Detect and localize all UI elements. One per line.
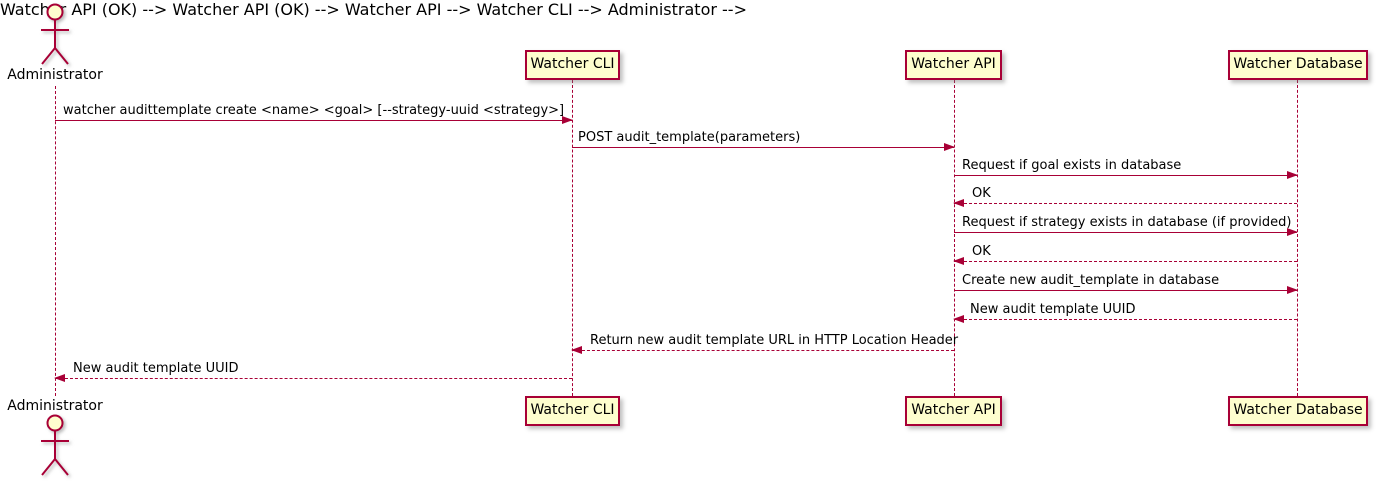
participant-top-watcher-database: Watcher Database [1228,50,1368,80]
message-label: New audit template UUID [73,361,239,376]
message-label: Return new audit template URL in HTTP Lo… [590,333,959,348]
lifeline-watcher-database [1297,80,1298,396]
actor-icon-bottom [41,414,69,476]
message-arrow [954,171,1298,179]
message-label: watcher audittemplate create <name> <goa… [63,103,565,118]
arrowhead-left-icon [571,346,582,354]
message-arrow [953,199,1297,207]
message-label: POST audit_template(parameters) [578,130,801,145]
lifeline-watcher-api [954,80,955,396]
message-arrow [954,286,1298,294]
actor-icon-top [41,3,69,65]
message-arrow [953,257,1297,265]
participant-bottom-watcher-api: Watcher API [905,396,1002,426]
lifeline-watcher-cli [572,80,573,396]
arrowhead-left-icon [54,374,65,382]
participant-bottom-watcher-cli: Watcher CLI [525,396,620,426]
message-label: New audit template UUID [970,302,1136,317]
actor-label-bottom: Administrator [7,398,103,414]
participant-top-watcher-api: Watcher API [905,50,1002,80]
actor-label-top: Administrator [7,67,103,83]
message-label: Request if goal exists in database [962,158,1182,173]
arrowhead-right-icon [944,143,955,151]
message-arrow [572,143,955,151]
message-arrow [954,228,1298,236]
lifeline-administrator [55,86,56,396]
message-arrow [54,374,572,382]
message-arrow [953,315,1297,323]
participant-bottom-watcher-database: Watcher Database [1228,396,1368,426]
participant-top-watcher-cli: Watcher CLI [525,50,620,80]
message-label: Request if strategy exists in database (… [962,215,1292,230]
arrowhead-left-icon [953,199,964,207]
message-label: OK [972,244,991,259]
arrowhead-left-icon [953,257,964,265]
message-arrow [571,346,954,354]
message-arrow [55,116,573,124]
arrowhead-right-icon [562,116,573,124]
message-label: Create new audit_template in database [962,273,1220,288]
arrowhead-right-icon [1287,286,1298,294]
message-label: OK [972,186,991,201]
arrowhead-right-icon [1287,228,1298,236]
arrowhead-left-icon [953,315,964,323]
arrowhead-right-icon [1287,171,1298,179]
